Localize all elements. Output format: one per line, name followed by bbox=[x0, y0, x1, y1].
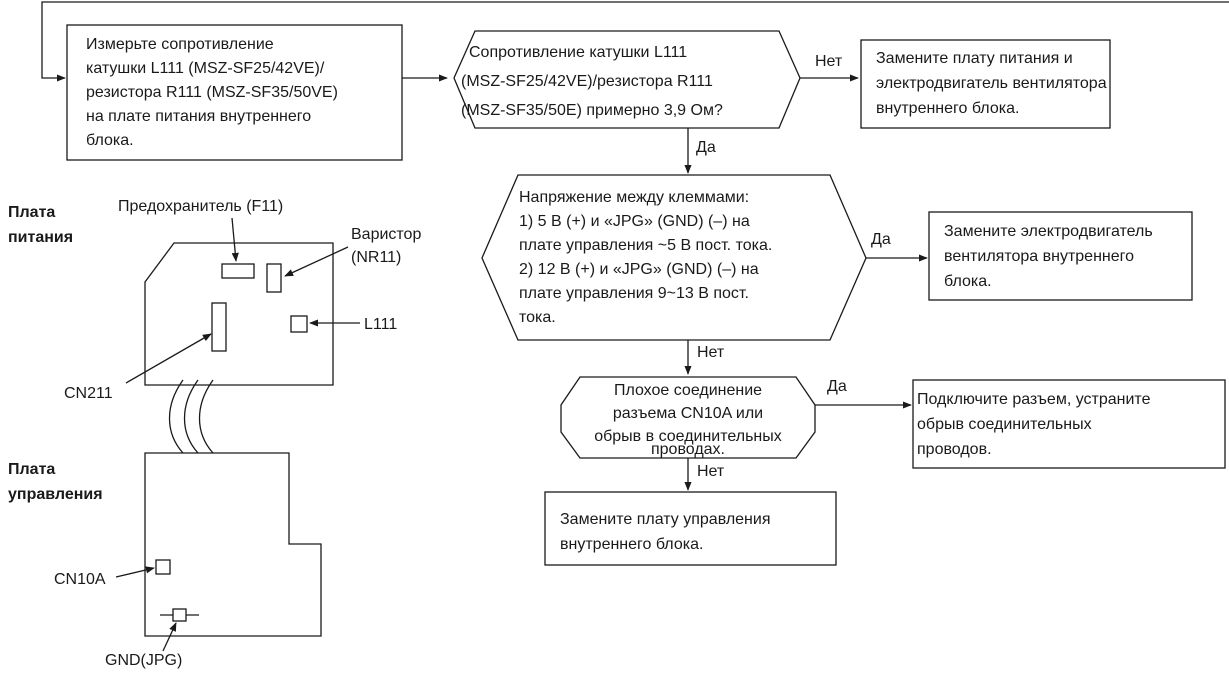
resistance-question-line-1: Сопротивление катушки L111 bbox=[469, 44, 687, 61]
replace-fan-motor-text: Замените электродвигатель вентилятора вн… bbox=[944, 223, 1153, 290]
l111-label: L111 bbox=[364, 316, 397, 333]
measure-step-line-3: резистора R111 (MSZ-SF35/50VE) bbox=[86, 84, 338, 101]
control-board-title-line-2: управления bbox=[8, 486, 103, 503]
replace-power-board-box bbox=[860, 39, 1111, 129]
yes-label-resistance: Да bbox=[696, 139, 716, 156]
resistance-question-line-3: (MSZ-SF35/50E) примерно 3,9 Ом? bbox=[461, 102, 723, 119]
control-board-title-line-1: Плата bbox=[8, 461, 55, 478]
replace-power-board-line-3: внутреннего блока. bbox=[876, 100, 1019, 117]
voltage-decision bbox=[481, 174, 867, 341]
connect-connector-line-2: обрыв соединительных bbox=[917, 416, 1092, 433]
measure-step-line-5: блока. bbox=[86, 132, 134, 149]
measure-step-text: Измерьте сопротивление катушки L111 (MSZ… bbox=[86, 36, 338, 149]
replace-control-board-text: Замените плату управления внутреннего бл… bbox=[560, 511, 771, 553]
connection-question-line-4: проводах. bbox=[651, 441, 725, 458]
voltage-question-line-5: плате управления 9~13 В пост. bbox=[519, 285, 749, 302]
yes-label-connection: Да bbox=[827, 378, 847, 395]
connection-question-line-3: обрыв в соединительных bbox=[594, 428, 782, 445]
yes-label-voltage: Да bbox=[871, 231, 891, 248]
connection-question-line-1: Плохое соединение bbox=[614, 382, 762, 399]
cn211-pointer bbox=[125, 333, 212, 384]
connection-question-line-2: разъема CN10A или bbox=[613, 405, 763, 422]
resistance-question-text: Сопротивление катушки L111 (MSZ-SF25/42V… bbox=[461, 44, 723, 119]
cn211-label: CN211 bbox=[64, 385, 113, 402]
l111-component bbox=[290, 315, 308, 333]
connect-connector-line-1: Подключите разъем, устраните bbox=[917, 391, 1151, 408]
replace-power-board-line-1: Замените плату питания и bbox=[876, 50, 1073, 67]
resistance-decision bbox=[453, 30, 801, 129]
voltage-question-line-3: плате управления ~5 В пост. тока. bbox=[519, 237, 772, 254]
replace-control-board-line-2: внутреннего блока. bbox=[560, 536, 703, 553]
measure-resistance-box bbox=[66, 24, 403, 161]
connect-connector-line-3: проводов. bbox=[917, 441, 992, 458]
no-label-connection: Нет bbox=[697, 463, 725, 480]
gnd-jpg-component bbox=[160, 608, 199, 622]
replace-fan-motor-line-1: Замените электродвигатель bbox=[944, 223, 1153, 240]
connecting-wires bbox=[168, 379, 214, 454]
resistance-question-line-2: (MSZ-SF25/42VE)/резистора R111 bbox=[461, 73, 713, 90]
power-board-outline bbox=[144, 242, 334, 386]
cn10a-label: CN10A bbox=[54, 571, 106, 588]
measure-step-line-1: Измерьте сопротивление bbox=[86, 36, 274, 53]
connect-connector-box bbox=[912, 379, 1226, 469]
voltage-question-line-4: 2) 12 В (+) и «JPG» (GND) (–) на bbox=[519, 261, 759, 278]
replace-power-board-line-2: электродвигатель вентилятора bbox=[876, 75, 1107, 92]
voltage-question-line-1: Напряжение между клеммами: bbox=[519, 189, 749, 206]
voltage-question-line-2: 1) 5 В (+) и «JPG» (GND) (–) на bbox=[519, 213, 750, 230]
voltage-question-line-6: тока. bbox=[519, 309, 556, 326]
replace-control-board-line-1: Замените плату управления bbox=[560, 511, 771, 528]
connection-question-text: Плохое соединение разъема CN10A или обры… bbox=[594, 382, 782, 458]
replace-fan-motor-line-3: блока. bbox=[944, 273, 992, 290]
measure-step-line-2: катушки L111 (MSZ-SF25/42VE)/ bbox=[86, 60, 325, 77]
power-board-title-line-2: питания bbox=[8, 229, 73, 246]
no-label-resistance: Нет bbox=[815, 53, 843, 70]
connect-connector-text: Подключите разъем, устраните обрыв соеди… bbox=[917, 391, 1151, 458]
replace-control-board-box bbox=[544, 491, 837, 566]
connection-decision bbox=[560, 376, 816, 459]
cn10a-pointer bbox=[115, 566, 155, 578]
power-board-title-line-1: Плата bbox=[8, 204, 55, 221]
fuse-pointer bbox=[231, 217, 239, 262]
no-label-voltage: Нет bbox=[697, 344, 725, 361]
loop-back-connector bbox=[41, 1, 1229, 82]
voltage-question-text: Напряжение между клеммами: 1) 5 В (+) и … bbox=[519, 189, 772, 326]
gnd-jpg-label: GND(JPG) bbox=[105, 652, 182, 669]
fuse-component bbox=[221, 263, 255, 279]
varistor-label-line-2: (NR11) bbox=[351, 249, 401, 266]
cn211-connector bbox=[211, 302, 227, 352]
cn10a-connector bbox=[155, 559, 171, 575]
varistor-component bbox=[266, 263, 282, 293]
varistor-label-line-1: Варистор bbox=[351, 226, 421, 243]
replace-fan-motor-line-2: вентилятора внутреннего bbox=[944, 248, 1134, 265]
measure-step-line-4: на плате питания внутреннего bbox=[86, 108, 311, 125]
replace-fan-motor-box bbox=[928, 211, 1193, 301]
gnd-jpg-pointer bbox=[162, 622, 177, 652]
varistor-pointer bbox=[284, 246, 349, 277]
control-board-outline bbox=[144, 452, 322, 637]
replace-power-board-text: Замените плату питания и электродвигател… bbox=[876, 50, 1107, 117]
fuse-label: Предохранитель (F11) bbox=[118, 198, 283, 215]
